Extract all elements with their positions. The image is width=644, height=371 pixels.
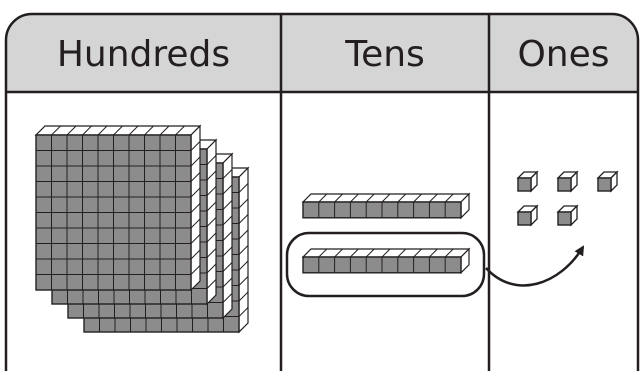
curved-arrow-icon <box>485 245 585 287</box>
ten-rod-icon <box>301 247 471 275</box>
unit-cube-icon <box>556 170 579 193</box>
unit-cube-icon <box>596 170 619 193</box>
column-header-hundreds: Hundreds <box>6 18 281 90</box>
hundred-flat-icon <box>34 124 202 292</box>
ten-rod-icon <box>301 192 471 220</box>
tens-rods <box>301 192 471 275</box>
header-row-background <box>6 14 638 92</box>
column-header-tens-label: Tens <box>345 33 425 75</box>
regroup-circle <box>285 231 486 298</box>
column-header-ones-label: Ones <box>517 33 610 75</box>
hundreds-blocks <box>34 124 250 334</box>
chart-frame <box>4 12 640 371</box>
unit-cube-icon <box>516 170 539 193</box>
column-header-ones: Ones <box>489 18 638 90</box>
chart-frame-clip <box>6 14 638 92</box>
ones-cubes <box>516 170 619 227</box>
column-header-hundreds-label: Hundreds <box>56 33 231 75</box>
column-header-tens: Tens <box>281 18 489 90</box>
unit-cube-icon <box>556 204 579 227</box>
unit-cube-icon <box>516 204 539 227</box>
